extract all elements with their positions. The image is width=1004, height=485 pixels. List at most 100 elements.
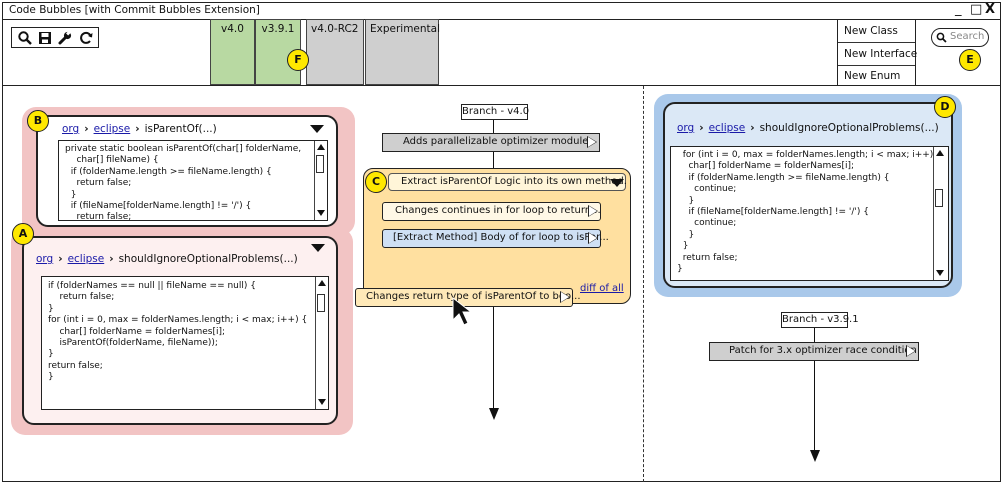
new-enum-button[interactable]: New Enum bbox=[844, 70, 901, 82]
scroll-thumb[interactable] bbox=[935, 189, 943, 207]
commit-message: Adds parallelizable optimizer module bbox=[403, 136, 589, 147]
title-bar bbox=[3, 3, 1000, 20]
code-line: } bbox=[677, 229, 695, 240]
code-line: return false; bbox=[48, 292, 115, 303]
chevron-down-icon[interactable] bbox=[310, 125, 324, 133]
new-buttons-group: New Class New Interface New Enum bbox=[837, 19, 917, 85]
code-line: for (int i = 0, max = folderNames.length… bbox=[48, 315, 308, 326]
code-line: } bbox=[48, 372, 54, 383]
scrollbar[interactable] bbox=[315, 277, 327, 409]
code-line: return false; bbox=[48, 360, 103, 371]
branch-line bbox=[814, 325, 815, 450]
code-line: } bbox=[48, 349, 54, 360]
chevron-down-icon[interactable] bbox=[311, 244, 325, 252]
scrollbar[interactable] bbox=[314, 141, 326, 220]
badge-e: E bbox=[959, 49, 981, 71]
crumb-org[interactable]: org bbox=[677, 122, 695, 134]
code-line: if (fileName[folderName.length] != '/') … bbox=[677, 207, 869, 218]
code-line: if (fileName[folderName.length] != '/') … bbox=[65, 201, 252, 212]
search-placeholder: Search bbox=[950, 31, 985, 42]
badge-a: A bbox=[12, 223, 34, 245]
crumb-org[interactable]: org bbox=[62, 123, 80, 135]
tool-group bbox=[11, 27, 99, 48]
crumb-method: shouldIgnoreOptionalProblems(...) bbox=[759, 122, 939, 134]
breadcrumb: org›eclipse›shouldIgnoreOptionalProblems… bbox=[36, 253, 298, 265]
crumb-eclipse[interactable]: eclipse bbox=[93, 123, 131, 135]
tab-experimental[interactable]: Experimental bbox=[365, 19, 440, 85]
commit-group-header[interactable]: Extract isParentOf Logic into its own me… bbox=[388, 173, 627, 191]
commit-bubble[interactable]: Adds parallelizable optimizer module bbox=[382, 133, 600, 152]
close-button[interactable]: X bbox=[985, 2, 996, 17]
scroll-up-icon[interactable] bbox=[936, 150, 944, 156]
refresh-icon[interactable] bbox=[78, 30, 94, 46]
scroll-up-icon[interactable] bbox=[318, 280, 326, 286]
crumb-method: isParentOf(...) bbox=[144, 123, 217, 135]
wrench-icon[interactable] bbox=[57, 30, 73, 46]
crumb-eclipse[interactable]: eclipse bbox=[708, 122, 746, 134]
play-icon-inner bbox=[589, 233, 597, 243]
arrow-down-icon bbox=[810, 450, 820, 462]
branch-v391-label[interactable]: Branch - v3.9.1 bbox=[781, 312, 859, 328]
new-class-button[interactable]: New Class bbox=[838, 21, 915, 43]
play-icon-inner bbox=[588, 137, 596, 147]
badge-c: C bbox=[365, 171, 387, 193]
scroll-down-icon[interactable] bbox=[317, 210, 325, 216]
code-line: } bbox=[48, 303, 54, 314]
scroll-up-icon[interactable] bbox=[317, 144, 325, 150]
crumb-org[interactable]: org bbox=[36, 253, 54, 265]
search-icon[interactable] bbox=[17, 30, 33, 46]
scroll-down-icon[interactable] bbox=[936, 270, 944, 276]
bubble-d[interactable]: org › eclipse › shouldIgnoreOptionalProblems… bbox=[663, 102, 953, 288]
code-line: char[] fileName) { bbox=[65, 155, 159, 166]
mouse-cursor-icon bbox=[452, 296, 473, 326]
arrow-down-icon bbox=[489, 408, 499, 420]
commit-message: Patch for 3.x optimizer race condition bbox=[729, 345, 917, 356]
scroll-down-icon[interactable] bbox=[318, 399, 326, 405]
commit-bubble[interactable]: Changes continues in for loop to return.… bbox=[382, 202, 601, 221]
code-line: return false; bbox=[677, 252, 738, 263]
maximize-button[interactable]: □ bbox=[970, 2, 983, 17]
play-icon-inner bbox=[561, 292, 569, 302]
code-line: } bbox=[65, 189, 77, 200]
new-interface-button[interactable]: New Interface bbox=[838, 44, 917, 66]
branch-v40-label[interactable]: Branch - v4.0 bbox=[461, 104, 529, 120]
play-icon-inner bbox=[589, 206, 597, 216]
code-line: for (int i = 0, max = folderNames.length… bbox=[677, 150, 942, 160]
tab-v4-0-rc2[interactable]: v4.0-RC2 bbox=[306, 19, 364, 85]
tab-v4-0[interactable]: v4.0 bbox=[210, 19, 255, 85]
search-input[interactable]: Search bbox=[931, 28, 989, 47]
crumb-method: shouldIgnoreOptionalProblems(...) bbox=[118, 253, 298, 265]
commit-bubble[interactable]: Patch for 3.x optimizer race condition bbox=[709, 342, 919, 361]
bubble-a[interactable]: org›eclipse›shouldIgnoreOptionalProblems… bbox=[22, 236, 338, 425]
badge-b: B bbox=[27, 110, 49, 132]
chevron-right-icon: › bbox=[109, 253, 114, 265]
code-editor[interactable]: if (folderNames == null || fileName == n… bbox=[41, 276, 329, 410]
badge-d: D bbox=[934, 96, 956, 118]
commit-group-c[interactable]: Extract isParentOf Logic into its own me… bbox=[363, 168, 631, 304]
chevron-right-icon: › bbox=[750, 122, 755, 134]
save-icon[interactable] bbox=[37, 30, 53, 46]
scroll-thumb[interactable] bbox=[317, 294, 325, 312]
commit-bubble-selected[interactable]: [Extract Method] Body of for loop to isP… bbox=[382, 229, 609, 248]
scrollbar[interactable] bbox=[933, 147, 945, 280]
scroll-thumb[interactable] bbox=[316, 155, 324, 173]
code-line: return false; bbox=[65, 212, 132, 221]
chevron-right-icon: › bbox=[699, 122, 704, 134]
code-line: char[] folderName = folderNames[i]; bbox=[48, 326, 226, 337]
code-line: private static boolean isParentOf(char[]… bbox=[65, 144, 302, 154]
code-editor[interactable]: private static boolean isParentOf(char[]… bbox=[58, 140, 328, 221]
search-icon bbox=[936, 32, 947, 43]
commit-message: [Extract Method] Body of for loop to isP… bbox=[393, 232, 609, 243]
bubble-b[interactable]: org›eclipse›isParentOf(...) private stat… bbox=[36, 115, 338, 227]
code-line: char[] folderName = folderNames[i]; bbox=[677, 161, 855, 172]
badge-f: F bbox=[287, 49, 309, 71]
code-line: if (folderNames == null || fileName == n… bbox=[48, 281, 256, 291]
code-line: } bbox=[677, 195, 695, 206]
code-line: if (folderName.length >= fileName.length… bbox=[677, 172, 890, 183]
code-line: } bbox=[677, 241, 689, 252]
crumb-eclipse[interactable]: eclipse bbox=[67, 253, 105, 265]
minimize-button[interactable]: _ bbox=[955, 2, 962, 17]
diff-of-all-link[interactable]: diff of all bbox=[580, 283, 624, 294]
code-editor[interactable]: for (int i = 0, max = folderNames.length… bbox=[670, 146, 949, 281]
chevron-down-icon[interactable] bbox=[610, 179, 624, 187]
